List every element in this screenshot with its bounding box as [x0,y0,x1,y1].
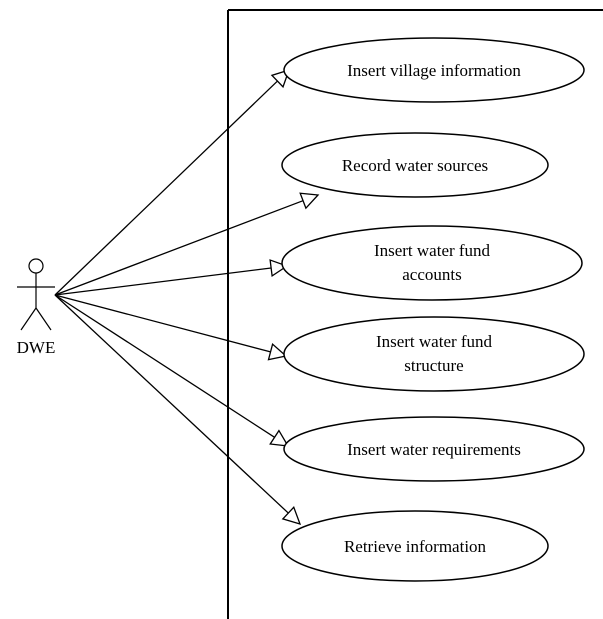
use-case-label: Insert village information [347,61,521,80]
use-case-0: Insert village information [283,37,585,103]
actor-head [28,258,44,274]
actor-leg-left [20,307,37,331]
association-line [54,80,278,296]
use-case-1: Record water sources [281,132,549,198]
associations [54,68,320,525]
association-line [54,294,289,514]
actor-leg-right [35,307,52,331]
use-case-label: accounts [402,265,461,284]
association-arrowhead [281,506,302,525]
use-case-3: Insert water fund structure [283,316,585,392]
use-case-ellipse [283,37,585,103]
use-case-label: Insert water fund [374,241,491,260]
association-arrowhead [269,429,290,447]
use-case-4: Insert water requirements [283,416,585,482]
actor-dwe: DWE [17,258,56,357]
use-case-label: structure [404,356,463,375]
actor-label: DWE [17,338,56,357]
association-line [54,267,272,296]
use-case-5: Retrieve information [281,510,549,582]
use-case-label: Record water sources [342,156,488,175]
use-case-label: Insert water fund [376,332,493,351]
use-case-label: Insert water requirements [347,440,521,459]
association-line [54,200,304,296]
association-arrowhead [299,192,320,210]
use-case-label: Retrieve information [344,537,487,556]
association-line [54,294,275,438]
use-case-ellipse [283,316,585,392]
use-case-ellipse [281,132,549,198]
use-case-2: Insert water fund accounts [281,225,583,301]
system-boundary [227,9,603,619]
use-case-ellipse [283,416,585,482]
association-arrowhead [269,259,289,278]
use-case-ellipse [281,225,583,301]
use-case-ellipse [281,510,549,582]
association-line [54,294,271,353]
association-arrowhead [267,342,288,361]
